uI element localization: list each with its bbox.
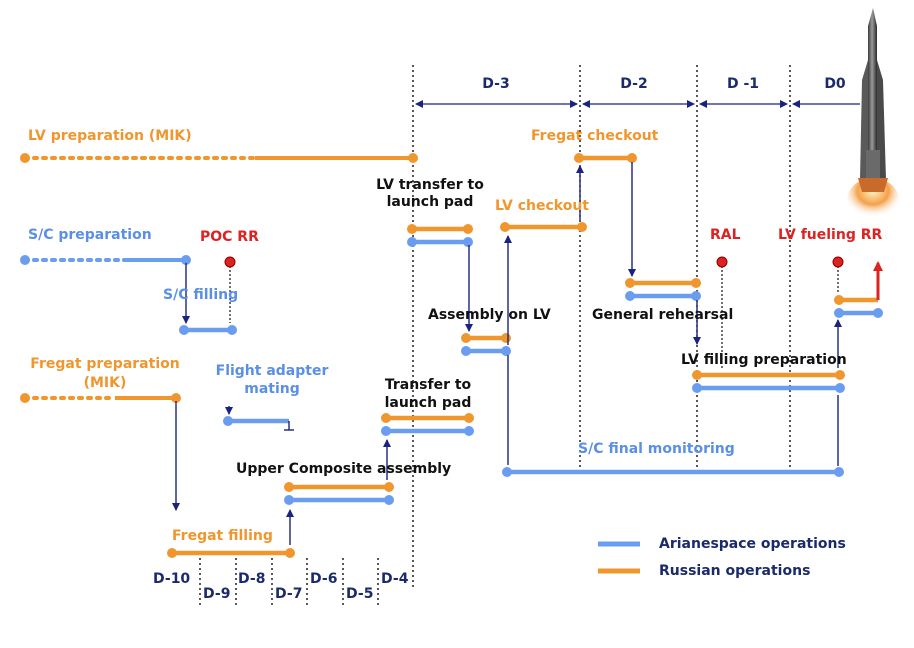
day-label-d7: D-7 — [275, 586, 303, 602]
poc-rr-milestone — [224, 256, 236, 268]
upper-composite-label: Upper Composite assembly — [236, 461, 452, 477]
lv-checkout-label: LV checkout — [495, 198, 589, 214]
phase-label-d2: D-2 — [620, 76, 648, 92]
lv-filling-prep-label: LV filling preparation — [681, 352, 847, 368]
phase-label-d1: D -1 — [726, 76, 760, 92]
phase-label-d0: D0 — [824, 76, 846, 92]
lv-transfer-label: LV transfer to — [376, 177, 484, 193]
operation-bars — [167, 153, 883, 558]
poc-rr-label: POC RR — [200, 229, 259, 245]
lv-transfer-label-2: launch pad — [386, 194, 474, 210]
fregat-preparation-label: Fregat preparation — [30, 356, 180, 372]
flight-adapter-label: Flight adapter — [215, 363, 329, 379]
legend-label-russian: Russian operations — [659, 563, 811, 579]
fregat-checkout-label: Fregat checkout — [531, 128, 659, 144]
fregat-preparation-label-2: (MIK) — [83, 375, 127, 391]
lv-preparation-label: LV preparation (MIK) — [28, 128, 192, 144]
phase-separators — [199, 65, 791, 605]
fregat-filling-label: Fregat filling — [172, 528, 273, 544]
assembly-on-lv-label: Assembly on LV — [428, 307, 551, 323]
day-label-d5: D-5 — [346, 586, 374, 602]
general-rehearsal-label: General rehearsal — [592, 307, 734, 323]
lv-fueling-rr-label: LV fueling RR — [778, 227, 883, 243]
day-label-d8: D-8 — [238, 571, 266, 587]
day-label-d9: D-9 — [203, 586, 231, 602]
day-label-d4: D-4 — [381, 571, 409, 587]
legend-label-arianespace: Arianespace operations — [659, 536, 846, 552]
sc-preparation-track — [20, 255, 191, 265]
sc-filling-label: S/C filling — [163, 287, 239, 303]
rocket-icon — [847, 8, 899, 222]
ral-label: RAL — [710, 227, 741, 243]
transfer-pad-label: Transfer to — [384, 377, 472, 393]
lv-preparation-track — [20, 153, 418, 163]
sc-final-monitoring-label: S/C final monitoring — [578, 441, 735, 457]
flow-arrows — [172, 162, 842, 545]
phase-label-d3: D-3 — [482, 76, 510, 92]
lv-fueling-rr-milestone — [832, 256, 844, 268]
day-label-d10: D-10 — [153, 571, 191, 587]
milestones — [224, 256, 883, 368]
ral-milestone — [716, 256, 728, 268]
fregat-preparation-track — [20, 393, 181, 403]
flight-adapter-label-2: mating — [244, 381, 300, 397]
sc-preparation-label: S/C preparation — [28, 227, 152, 243]
transfer-pad-label-2: launch pad — [384, 395, 472, 411]
day-label-d6: D-6 — [310, 571, 338, 587]
legend-lines — [598, 541, 640, 574]
